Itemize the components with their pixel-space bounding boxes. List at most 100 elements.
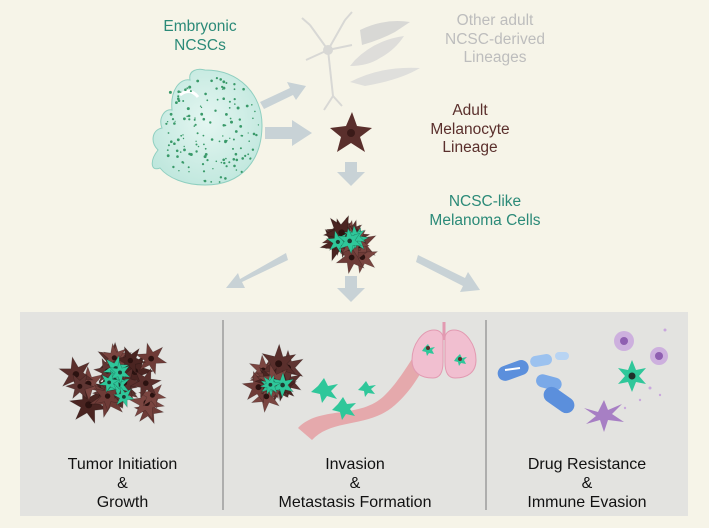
melanoma-cell <box>134 342 168 376</box>
melanoma-cell <box>273 366 302 399</box>
other-adult-lineages-label: Other adult NCSC-derived Lineages <box>425 12 565 68</box>
embryo-speckle <box>202 117 206 121</box>
cell-nucleus <box>146 407 152 413</box>
melanoma-cell <box>327 221 357 251</box>
cell-nucleus <box>121 385 127 391</box>
embryo-speckle <box>224 177 227 180</box>
cell-nucleus <box>118 370 123 375</box>
embryo-speckle <box>166 149 169 152</box>
melanoma-cell <box>250 379 282 414</box>
arrow-down-center <box>337 276 365 302</box>
melanoma-cell <box>330 219 371 259</box>
embryo-speckle <box>244 154 247 157</box>
cell-nucleus <box>127 357 134 364</box>
cell-nucleus <box>334 240 341 248</box>
embryo-speckle <box>177 95 180 98</box>
ncsc-like-cell <box>259 373 282 398</box>
embryo-speckle <box>222 124 226 127</box>
cell-nucleus <box>342 241 347 247</box>
cell-nucleus <box>115 382 121 388</box>
melanoma-cell <box>68 385 109 425</box>
embryo-speckle <box>252 117 254 120</box>
embryo-speckle <box>224 139 228 143</box>
cell-nucleus <box>275 360 283 368</box>
panel-tumor-line1: Tumor Initiation <box>67 456 178 473</box>
cell-nucleus <box>77 383 83 389</box>
embryo-speckle <box>222 80 226 84</box>
embryo-speckle <box>225 113 228 116</box>
embryo-speckle <box>234 103 236 105</box>
cell-nucleus <box>335 239 341 245</box>
embryo-speckle <box>248 140 250 142</box>
melanoma-cell <box>103 366 140 408</box>
melanoma-cell <box>255 365 290 398</box>
melanoma-cell <box>335 240 368 275</box>
embryo-speckle <box>233 88 236 91</box>
embryo-speckle <box>188 118 191 121</box>
embryo-speckle <box>249 157 252 160</box>
melanoma-cell <box>110 373 138 403</box>
melanoma-cell <box>100 342 129 373</box>
melanoma-cell <box>332 219 366 254</box>
arrow-to-melanoma <box>337 162 365 186</box>
melanoma-cell <box>254 367 285 395</box>
embryo-speckle <box>166 121 169 123</box>
embryo-speckle <box>239 125 243 128</box>
embryo-speckle <box>240 170 243 173</box>
embryo-speckle <box>209 121 212 124</box>
embryo-speckle <box>233 164 236 168</box>
embryo-speckle <box>222 97 225 100</box>
embryo-speckle <box>180 134 183 137</box>
embryo-speckle <box>228 161 231 164</box>
embryo-speckle <box>221 85 224 88</box>
adult-melanocyte-label: Adult Melanocyte Lineage <box>420 102 520 158</box>
embryo-speckle <box>222 158 225 162</box>
embryo-speckle <box>199 105 202 107</box>
embryo-speckle <box>230 120 233 124</box>
ncsc-like-cell <box>259 374 282 396</box>
embryo-icon <box>151 68 263 186</box>
embryo-speckle <box>174 120 176 122</box>
cell-nucleus <box>143 399 150 407</box>
embryo-speckle <box>247 132 249 134</box>
embryo-speckle <box>236 106 240 110</box>
embryo-speckle <box>183 117 186 121</box>
embryo-speckle <box>225 165 228 168</box>
melanoma-cell <box>88 378 129 419</box>
embryo-speckle <box>171 118 175 121</box>
embryo-speckle <box>219 78 222 81</box>
embryo-speckle <box>234 152 238 156</box>
embryo-speckle <box>173 142 176 145</box>
embryo-speckle <box>206 99 209 102</box>
embryo-speckle <box>204 92 207 96</box>
cell-nucleus <box>347 238 352 244</box>
melanoma-cell <box>92 357 122 385</box>
embryo-speckle <box>235 169 238 171</box>
ncsc-like-cell <box>103 369 127 391</box>
embryo-speckle <box>232 147 234 150</box>
melanoma-cell <box>102 369 133 400</box>
fibro-cell-icon <box>350 67 420 86</box>
ncsc-like-cell <box>98 371 121 394</box>
melanoma-cell <box>321 224 350 254</box>
embryo-speckle <box>224 124 227 127</box>
cell-nucleus <box>255 384 262 391</box>
embryo-speckle <box>212 168 214 170</box>
melanoma-cell <box>88 372 123 412</box>
cell-nucleus <box>113 377 117 382</box>
embryo-speckle <box>203 179 207 183</box>
cell-nucleus <box>268 383 273 388</box>
embryo-speckle <box>210 181 213 183</box>
cell-nucleus <box>122 395 126 399</box>
embryo-speckle <box>257 124 260 126</box>
cell-nucleus <box>359 254 366 261</box>
embryo-speckle <box>182 100 185 102</box>
embryo-speckle <box>214 109 217 112</box>
ncsc-like-line2: Melanoma Cells <box>429 211 541 229</box>
embryo-speckle <box>165 122 168 125</box>
embryo-speckle <box>195 140 197 142</box>
melanoma-cell <box>331 217 365 253</box>
melanoma-cell <box>271 349 304 386</box>
panel-invasion-line3: Metastasis Formation <box>278 494 432 512</box>
panel-tumor-line2: & <box>117 475 128 493</box>
